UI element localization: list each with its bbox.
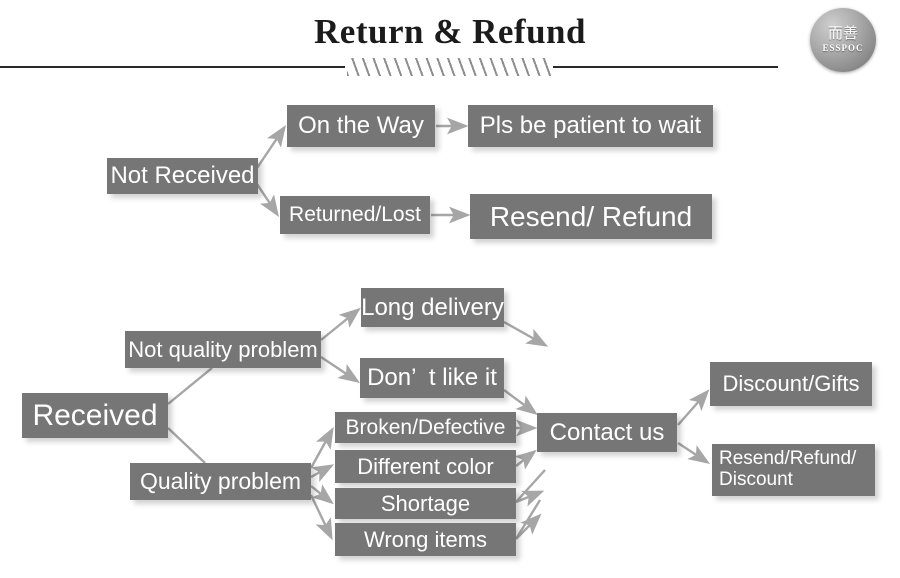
node-returned-lost[interactable]: Returned/Lost bbox=[280, 196, 430, 234]
header-hatch-ornament bbox=[347, 58, 553, 76]
logo-en-text: ESSPOC bbox=[822, 43, 864, 53]
node-dont-like-it[interactable]: Don’ t like it bbox=[360, 358, 504, 398]
node-discount-gifts[interactable]: Discount/Gifts bbox=[710, 362, 872, 406]
header-rule-right bbox=[553, 66, 778, 68]
node-quality-problem[interactable]: Quality problem bbox=[130, 463, 311, 500]
page-title: Return & Refund bbox=[314, 12, 586, 51]
node-contact-us[interactable]: Contact us bbox=[537, 413, 677, 452]
node-not-received[interactable]: Not Received bbox=[107, 158, 258, 194]
header-rule-left bbox=[0, 66, 345, 68]
node-received[interactable]: Received bbox=[22, 393, 168, 438]
node-broken-defective[interactable]: Broken/Defective bbox=[335, 412, 516, 443]
node-resend-refund[interactable]: Resend/ Refund bbox=[470, 194, 712, 239]
node-not-quality-problem[interactable]: Not quality problem bbox=[125, 331, 321, 368]
node-pls-be-patient-to-wait[interactable]: Pls be patient to wait bbox=[468, 105, 713, 147]
node-on-the-way[interactable]: On the Way bbox=[287, 105, 435, 147]
node-wrong-items[interactable]: Wrong items bbox=[335, 523, 516, 556]
esspoc-logo: 而善 ESSPOC bbox=[810, 8, 876, 72]
node-different-color[interactable]: Different color bbox=[335, 450, 516, 483]
node-shortage[interactable]: Shortage bbox=[335, 488, 516, 519]
logo-cn-text: 而善 bbox=[827, 24, 858, 42]
node-long-delivery[interactable]: Long delivery bbox=[361, 288, 504, 327]
node-resend-refund-discount[interactable]: Resend/Refund/ Discount bbox=[712, 444, 875, 496]
